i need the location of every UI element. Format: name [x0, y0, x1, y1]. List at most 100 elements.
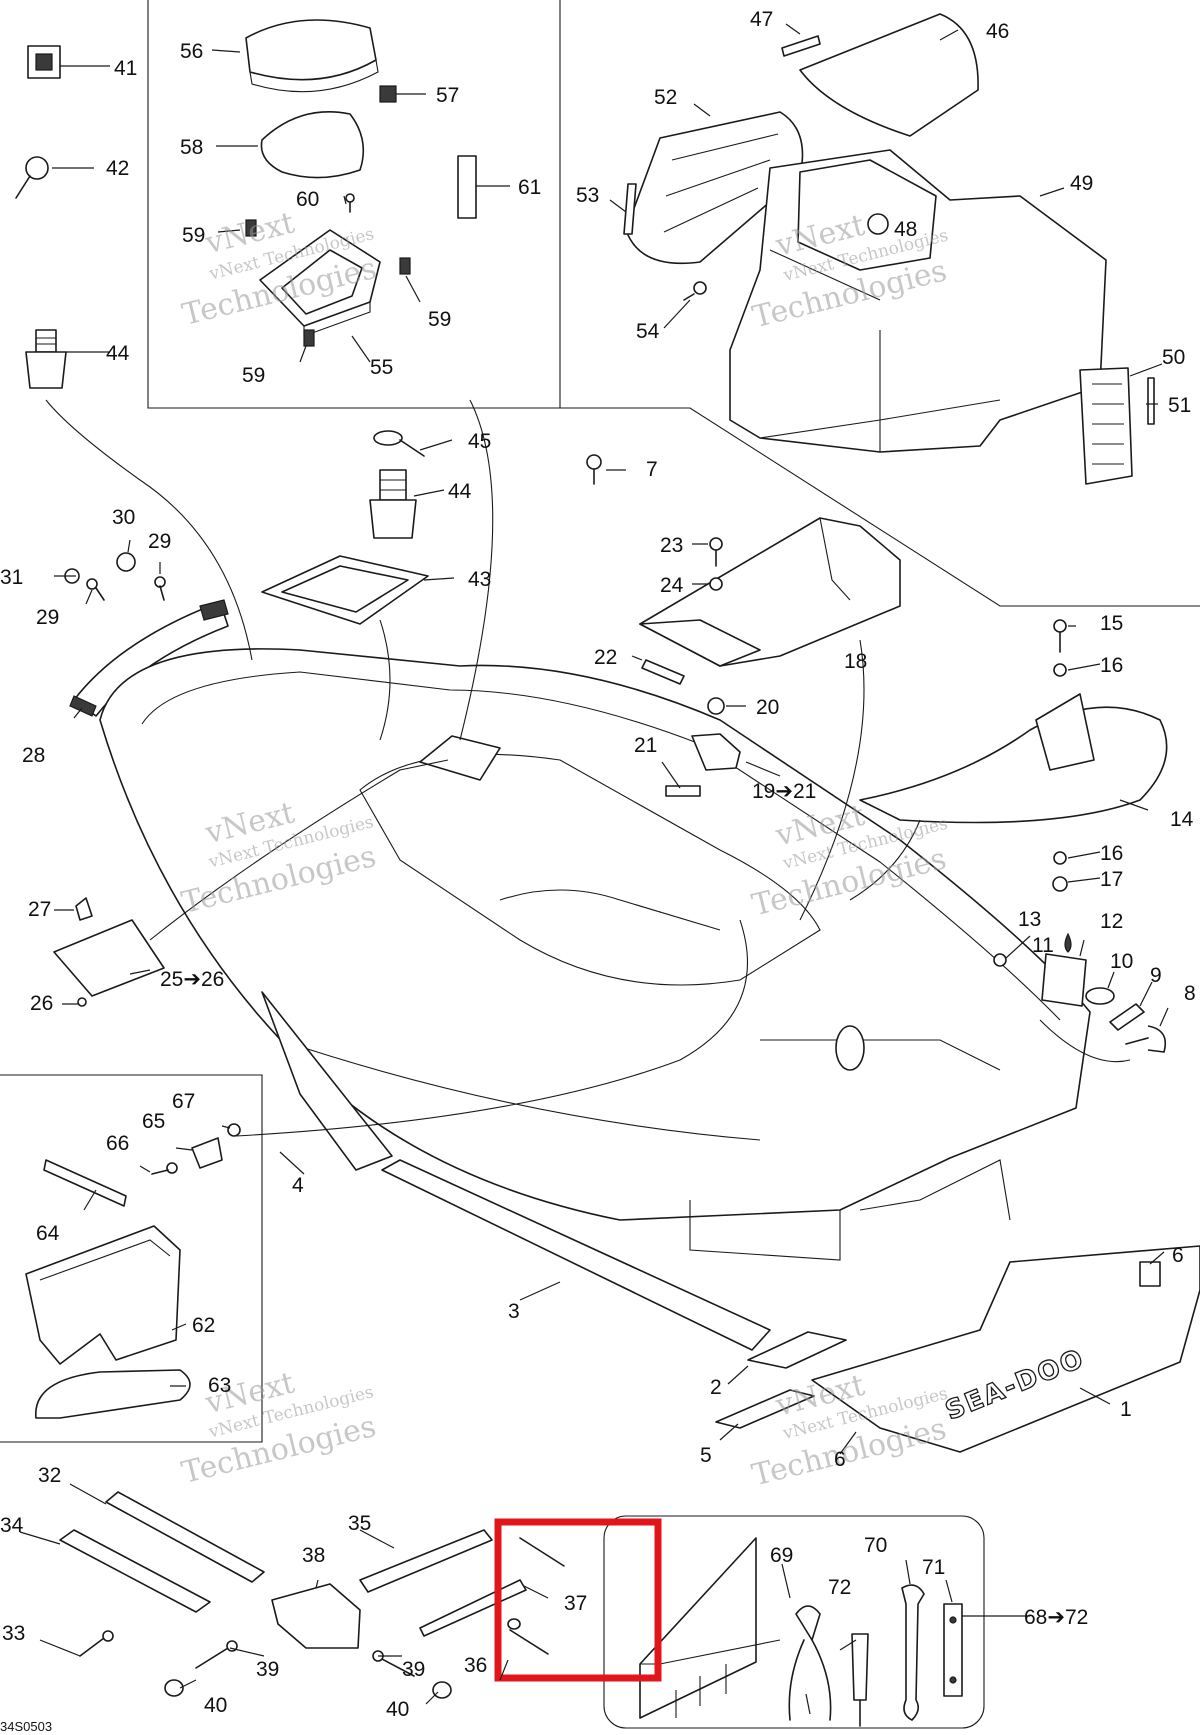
assembly-curves	[45, 399, 1131, 1137]
part-12-plate	[1041, 953, 1087, 1007]
callout-72: 72	[828, 1576, 851, 1599]
callout-20: 20	[756, 696, 779, 719]
part-69-pliers	[788, 1605, 832, 1721]
callout-65: 65	[142, 1110, 165, 1133]
callout-17: 17	[1100, 868, 1123, 891]
callout-44: 44	[448, 480, 472, 503]
callout-24: 24	[660, 574, 684, 597]
callout-6: 6	[834, 1448, 846, 1471]
part-32-rail	[105, 1491, 265, 1583]
callout-59: 59	[182, 224, 205, 247]
callout-46: 46	[986, 20, 1009, 43]
part-50-vent	[1079, 367, 1133, 485]
callout-35: 35	[348, 1512, 371, 1535]
callout-40: 40	[386, 1698, 409, 1721]
callout-43: 43	[468, 568, 491, 591]
callout-55: 55	[370, 356, 393, 379]
part-6-decal	[1139, 1261, 1161, 1287]
front-bin-inset-frame	[0, 1074, 263, 1443]
callout-30: 30	[112, 506, 135, 529]
part-38-clamp	[271, 1583, 361, 1649]
part-65-latch	[191, 1137, 223, 1169]
part-24-washer	[709, 577, 723, 591]
part-37-rod	[507, 1537, 565, 1655]
part-41-clip	[27, 45, 61, 79]
callout-63: 63	[208, 1374, 231, 1397]
part-27-clip	[75, 897, 93, 921]
part-16-washers	[1053, 663, 1067, 865]
callout-4: 4	[292, 1174, 304, 1197]
callout-45: 45	[468, 430, 491, 453]
part-23-screw	[709, 537, 723, 567]
part-56-glovebox-lid	[245, 19, 379, 93]
callout-56: 56	[180, 40, 203, 63]
part-2-mat-piece	[747, 1331, 847, 1369]
callout-59: 59	[242, 364, 265, 387]
part-45-tether	[373, 430, 425, 457]
callout-40: 40	[204, 1694, 227, 1717]
callout-44: 44	[106, 342, 130, 365]
part-49-storage-bin	[729, 149, 1107, 453]
callout-31: 31	[0, 566, 23, 589]
part-64-strap	[43, 1159, 127, 1207]
callout-19-21: 19➔21	[752, 780, 816, 803]
callout-50: 50	[1162, 346, 1185, 369]
callout-28: 28	[22, 744, 45, 767]
callout-22: 22	[594, 646, 617, 669]
callout-6: 6	[1172, 1244, 1184, 1267]
callout-48: 48	[894, 218, 917, 241]
part-44-drain-plug	[25, 329, 67, 389]
part-13-nut	[993, 953, 1007, 967]
part-54-screw	[683, 281, 707, 301]
part-1-platform-mat	[811, 1245, 1200, 1453]
part-55-glovebox-bin	[259, 229, 381, 337]
callout-52: 52	[654, 86, 677, 109]
callout-15: 15	[1100, 612, 1123, 635]
callout-12: 12	[1100, 910, 1123, 933]
hull-deck	[99, 648, 1091, 1261]
drawing-code: 34S0503	[0, 1719, 52, 1734]
callout-2: 2	[710, 1376, 722, 1399]
callout-36: 36	[464, 1654, 487, 1677]
callout-64: 64	[36, 1222, 60, 1245]
part-59-clips	[245, 219, 411, 347]
callout-21: 21	[634, 734, 657, 757]
part-3-mat	[381, 1159, 771, 1351]
storage-inset-frame	[560, 407, 1200, 607]
callout-47: 47	[750, 8, 773, 31]
part-42-cable-tie	[15, 156, 49, 199]
callout-3: 3	[508, 1300, 520, 1323]
highlight-box	[494, 1518, 662, 1682]
callout-61: 61	[518, 176, 541, 199]
callout-70: 70	[864, 1534, 887, 1557]
callout-71: 71	[922, 1556, 945, 1579]
callout-39: 39	[402, 1658, 425, 1681]
part-71-spark-plug-wrench	[943, 1603, 963, 1697]
callout-29: 29	[148, 530, 171, 553]
callout-10: 10	[1110, 950, 1133, 973]
part-70-wrench	[901, 1584, 925, 1721]
callout-14: 14	[1170, 808, 1194, 831]
parts-29-31-fasteners	[64, 552, 166, 601]
callout-13: 13	[1018, 908, 1041, 931]
callout-18: 18	[844, 650, 867, 673]
callout-32: 32	[38, 1464, 61, 1487]
part-61-decal	[457, 155, 477, 219]
part-60-screw	[345, 193, 355, 213]
callout-25-26: 25➔26	[160, 968, 224, 991]
part-62-front-bin	[25, 1225, 181, 1365]
part-4-side-panel	[261, 991, 393, 1171]
part-52-vent-cover	[625, 111, 804, 265]
callout-33: 33	[2, 1622, 25, 1645]
callout-23: 23	[660, 534, 683, 557]
part-22-strip	[641, 659, 685, 685]
part-46-seal	[799, 13, 979, 137]
part-51-strip	[1147, 377, 1155, 425]
glovebox-inset-frame	[147, 0, 561, 409]
callout-51: 51	[1168, 394, 1191, 417]
callout-41: 41	[114, 57, 137, 80]
callout-34: 34	[0, 1514, 24, 1537]
callout-67: 67	[172, 1090, 195, 1113]
